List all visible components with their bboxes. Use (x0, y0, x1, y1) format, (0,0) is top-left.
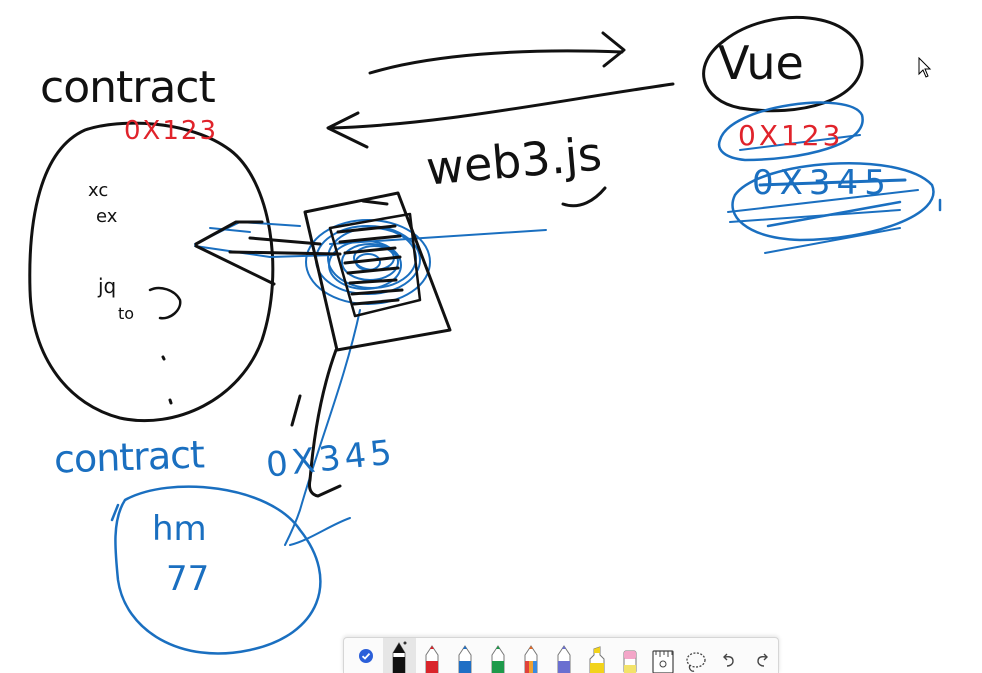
arrow-to-contract (328, 82, 675, 130)
pen-red-tool[interactable] (416, 638, 449, 673)
eraser-icon (623, 650, 637, 673)
bottom-contract-title: contract (53, 432, 205, 482)
bottom-bubble-text-1: hm (152, 509, 207, 549)
ruler-tool[interactable] (646, 638, 679, 673)
highlighter-icon (589, 646, 605, 673)
vue-ellipse (702, 16, 864, 113)
lasso-icon (686, 652, 706, 672)
left-contract-bubble (28, 121, 275, 423)
bubble-left-text-1: xc (88, 180, 109, 201)
pen-green-tool[interactable] (482, 638, 515, 673)
arrow-to-vue (368, 49, 624, 75)
pen-icon (524, 645, 538, 673)
bottom-bubble-text-2: 77 (166, 559, 210, 599)
undo-tool[interactable] (712, 638, 745, 673)
bubble-left-text-2: ex (96, 206, 118, 227)
redo-icon (756, 653, 768, 667)
pen-black-tool[interactable] (382, 638, 416, 673)
ruler-icon (652, 650, 674, 673)
bubble-left-text-4: to (118, 304, 135, 323)
highlighter-tool[interactable] (580, 638, 613, 673)
pen-blue-tool[interactable] (449, 638, 482, 673)
undo-icon (722, 653, 734, 667)
pen-icon (458, 645, 472, 673)
left-contract-title: contract (40, 62, 216, 113)
mouse-pointer-icon (918, 57, 932, 78)
vue-old-address: 0X123 (738, 119, 844, 152)
ink-toolbar (343, 637, 779, 673)
black-box (303, 191, 452, 352)
vue-new-address: 0X345 (752, 163, 892, 203)
check-circle-icon (359, 648, 374, 663)
bottom-contract-bubble (110, 485, 322, 655)
vue-label: Vue (718, 36, 804, 90)
pen-icon (557, 645, 571, 673)
pen-rainbow-tool[interactable] (515, 638, 548, 673)
pen-icon (425, 645, 439, 673)
select-tool[interactable] (350, 638, 383, 673)
left-contract-address: 0X123 (124, 116, 218, 146)
lasso-tool[interactable] (679, 638, 712, 673)
pen-icon (392, 641, 407, 673)
web3js-label: web3.js (423, 126, 604, 196)
bubble-left-text-3: jq (98, 274, 117, 298)
redo-tool[interactable] (745, 638, 778, 673)
pen-galaxy-tool[interactable] (548, 638, 581, 673)
pen-icon (491, 645, 505, 673)
eraser-tool[interactable] (613, 638, 646, 673)
